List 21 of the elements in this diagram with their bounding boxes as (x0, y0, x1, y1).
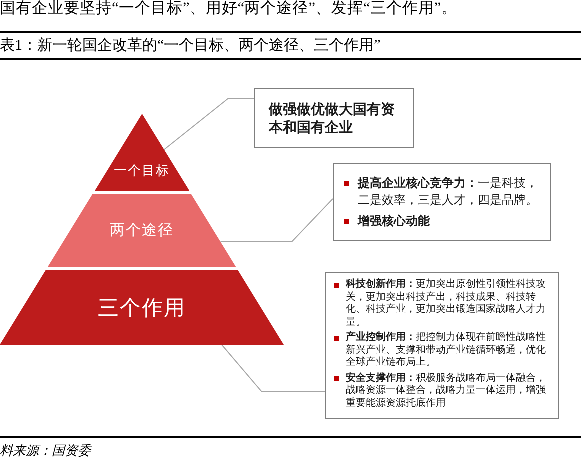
pyramid-tier (48, 194, 236, 267)
bullet-text: 科技创新作用：更加突出原创性引领性科技攻关，更加突出科技产出，科技成果、科技转化、科技产业，更加突出锻造国家战略人才力量。 (346, 279, 547, 329)
tier-label: 两个途径 (110, 222, 174, 240)
text-box (333, 163, 551, 241)
pyramid-tier (94, 114, 190, 191)
text-box (325, 272, 559, 419)
text-box (254, 88, 414, 148)
box-text: 做强做优做大国有资本和国有企业 (269, 101, 396, 137)
bullet-text: 增强核心动能 (358, 213, 430, 230)
leader-line (164, 98, 254, 150)
bullet-text: 产业控制作用：把控制力体现在前瞻性战略性新兴产业、支撑和带动产业链循环畅通，优化全球产业链布局上。 (346, 332, 547, 370)
paragraph-text: 国有企业要坚持“一个目标”、用好“两个途径”、发挥“三个作用”。 (0, 0, 458, 18)
bullet-text: 安全支撑作用：积极服务战略布局一体融合，战略资源一体整合，战略力量一体运用，增强重要能源资源托底作用 (346, 372, 547, 410)
table-title: 表1：新一轮国企改革的“一个目标、两个途径、三个作用” (0, 37, 381, 55)
tier-label: 三个作用 (98, 296, 186, 320)
pyramid-tier (0, 270, 284, 345)
source-note: 料来源：国资委 (0, 443, 91, 459)
leader-line (222, 344, 326, 392)
bullet-text: 提高企业核心竞争力：一是科技，二是效率，三是人才，四是品牌。 (358, 175, 539, 209)
leader-line (220, 198, 334, 242)
tier-label: 一个目标 (114, 164, 170, 180)
